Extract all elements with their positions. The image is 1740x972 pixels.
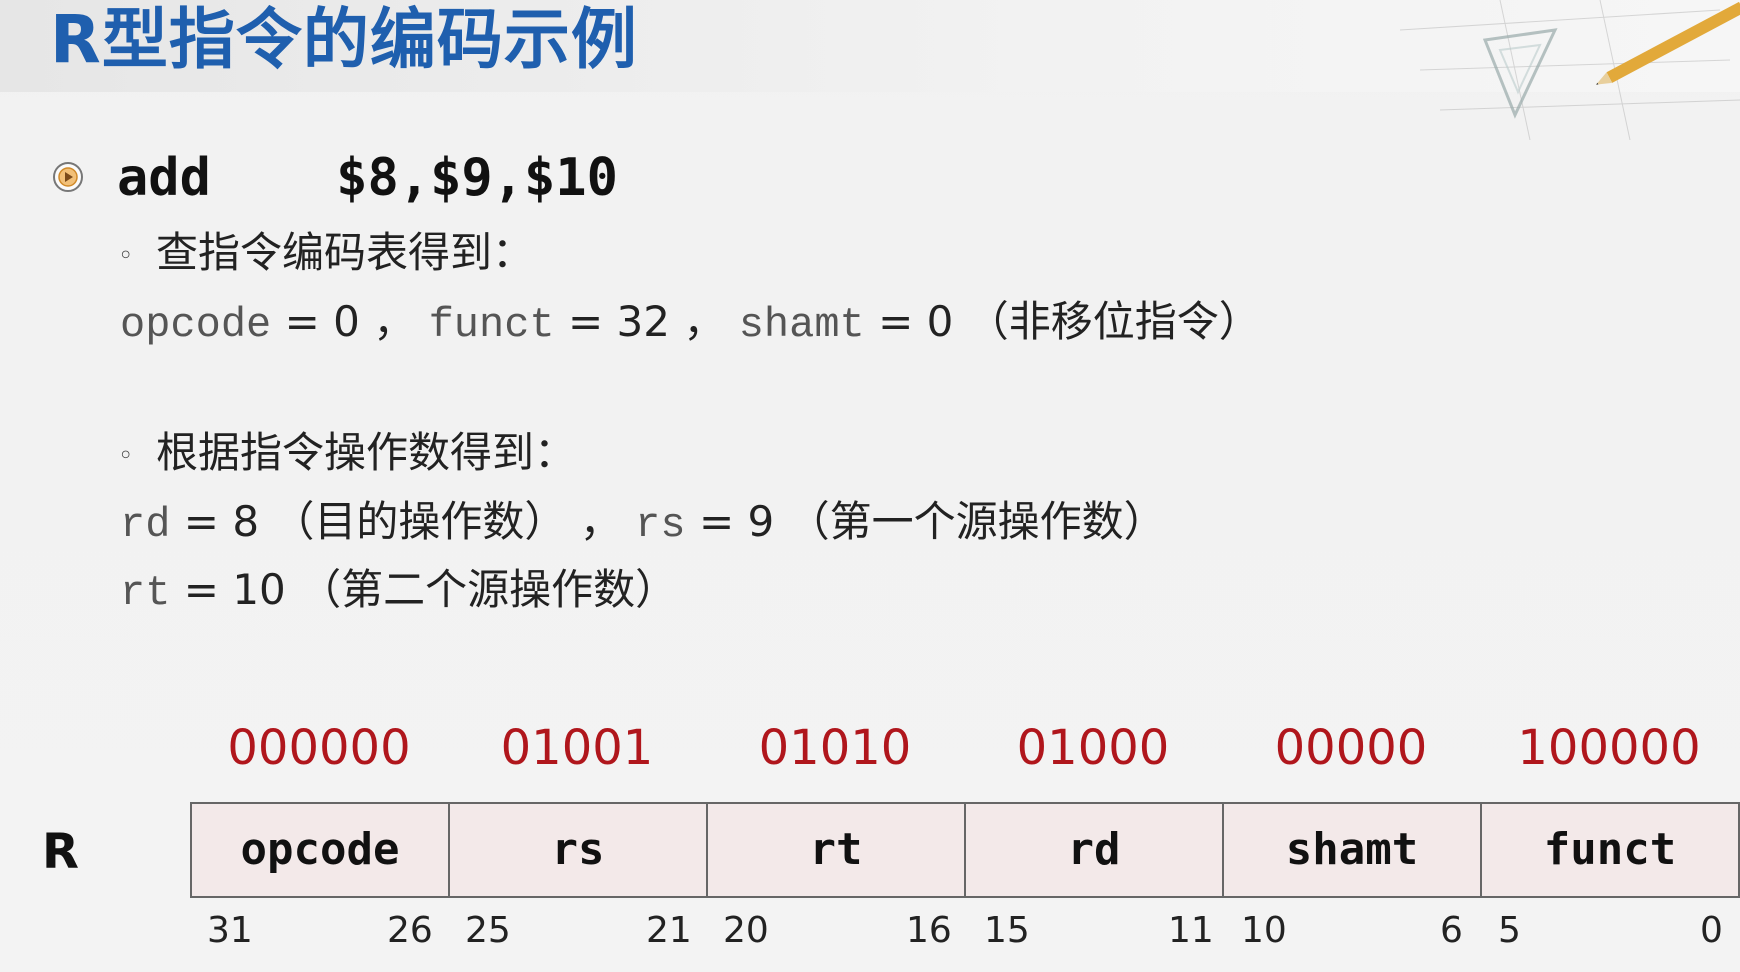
field-rt: rt xyxy=(708,804,966,896)
rd-label: rd xyxy=(120,501,171,549)
rs-label: rs xyxy=(635,501,686,549)
page-title: R型指令的编码示例 xyxy=(50,1,638,78)
funct-value: = 32 xyxy=(567,297,670,346)
rd-note: （目的操作数） xyxy=(272,497,567,546)
separator: ， xyxy=(579,497,622,546)
binary-values-row: 000000 01001 01010 01000 00000 100000 xyxy=(190,718,1740,778)
binary-opcode: 000000 xyxy=(227,720,411,776)
bit-number: 25 xyxy=(465,910,511,951)
bit-number: 20 xyxy=(723,910,769,951)
shamt-value: = 0 xyxy=(878,297,954,346)
rt-label: rt xyxy=(120,569,171,617)
bit-number: 0 xyxy=(1700,910,1723,951)
binary-rd: 01000 xyxy=(1016,720,1170,776)
drafting-tools-decoration xyxy=(1399,0,1740,140)
step1-heading: ◦ 查指令编码表得到： xyxy=(118,225,534,284)
rs-value: = 9 xyxy=(698,497,775,546)
field-rs: rs xyxy=(450,804,708,896)
separator: ， xyxy=(683,297,726,346)
opcode-label: opcode xyxy=(120,301,272,349)
bit-number: 16 xyxy=(906,910,952,951)
bit-number: 6 xyxy=(1440,910,1463,951)
instruction-text: add $8,$9,$10 xyxy=(117,148,618,208)
bit-number: 11 xyxy=(1168,910,1214,951)
bit-number: 31 xyxy=(207,910,253,951)
header-band xyxy=(0,0,1740,92)
separator: ， xyxy=(373,297,416,346)
bit-number: 5 xyxy=(1498,910,1521,951)
binary-rs: 01001 xyxy=(500,720,654,776)
funct-label: funct xyxy=(428,301,555,349)
sub-bullet-marker: ◦ xyxy=(118,440,134,471)
field-shamt: shamt xyxy=(1224,804,1482,896)
rt-value: = 10 xyxy=(183,565,286,614)
rt-note: （第二个源操作数） xyxy=(299,565,678,614)
rs-note: （第一个源操作数） xyxy=(787,497,1166,546)
step1-values-line: opcode = 0 ， funct = 32 ， shamt = 0 （非移位… xyxy=(120,294,1261,353)
binary-shamt: 00000 xyxy=(1274,720,1428,776)
bit-number: 15 xyxy=(984,910,1030,951)
play-bullet-icon xyxy=(53,162,83,192)
shamt-note: （非移位指令） xyxy=(966,297,1261,346)
instruction-format-table: opcode rs rt rd shamt funct xyxy=(190,802,1740,898)
field-opcode: opcode xyxy=(192,804,450,896)
step2-heading: ◦ 根据指令操作数得到： xyxy=(118,425,576,484)
field-funct: funct xyxy=(1543,824,1677,875)
opcode-value: = 0 xyxy=(284,297,360,346)
bit-number: 10 xyxy=(1241,910,1287,951)
step1-heading-text: 查指令编码表得到： xyxy=(156,228,535,277)
sub-bullet-marker: ◦ xyxy=(118,240,134,271)
format-type-label: R xyxy=(42,824,79,880)
binary-rt: 01010 xyxy=(758,720,912,776)
rd-value: = 8 xyxy=(183,497,260,546)
step2-rd-rs-line: rd = 8 （目的操作数） ， rs = 9 （第一个源操作数） xyxy=(120,494,1166,553)
field-rd: rd xyxy=(966,804,1224,896)
shamt-label: shamt xyxy=(738,301,865,349)
step2-heading-text: 根据指令操作数得到： xyxy=(156,428,577,477)
binary-funct: 100000 xyxy=(1517,720,1701,776)
bit-number: 26 xyxy=(387,910,433,951)
step2-rt-line: rt = 10 （第二个源操作数） xyxy=(120,562,677,621)
bit-number: 21 xyxy=(646,910,692,951)
